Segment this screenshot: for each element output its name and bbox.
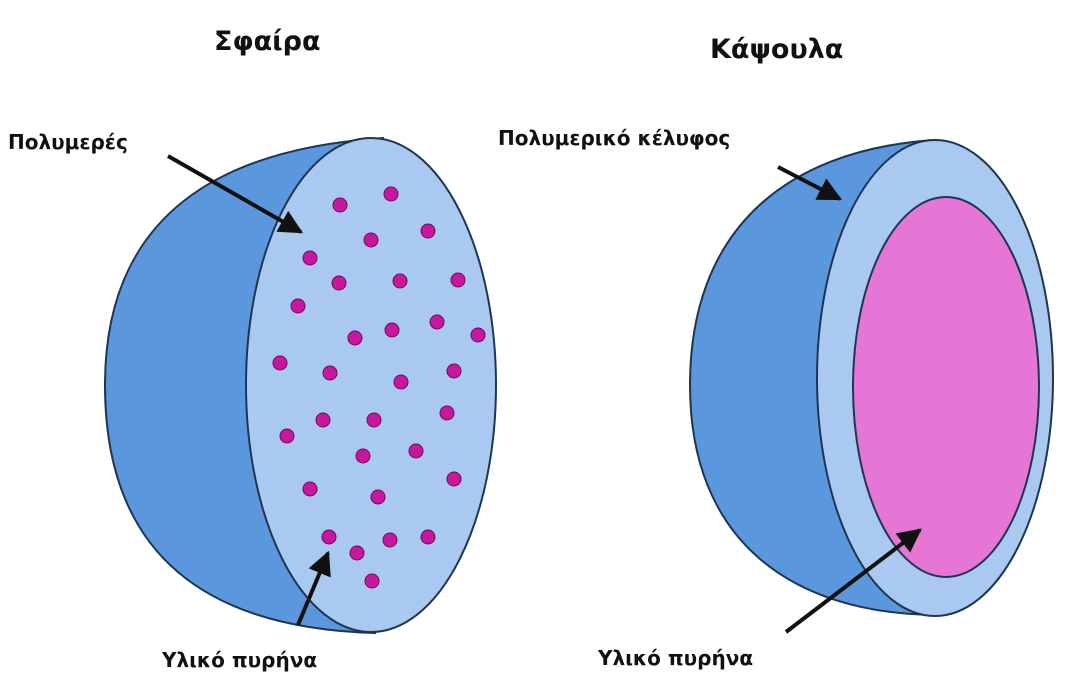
core-particle [385,323,399,337]
core-particle [409,444,423,458]
core-particle [430,315,444,329]
core-particle [394,375,408,389]
core-particle [303,251,317,265]
core-particle [322,530,336,544]
core-particle [348,331,362,345]
sphere-figure [105,138,496,633]
core-particle [447,472,461,486]
capsule-core [853,197,1039,577]
capsule-figure [690,140,1053,616]
polymer-label: Πολυμερές [8,132,128,152]
core-particle [365,574,379,588]
core-particle [333,198,347,212]
core-particle [291,299,305,313]
core-particle [303,482,317,496]
core-particle [471,328,485,342]
core-particle [280,429,294,443]
polymer-shell-label: Πολυμερικό κέλυφος [498,128,730,148]
core-particle [440,406,454,420]
core-particle [273,356,287,370]
core-particle [421,224,435,238]
core-particle [451,273,465,287]
core-particle [350,546,364,560]
sphere-core-label: Υλικό πυρήνα [162,650,317,670]
core-particle [383,533,397,547]
core-particle [316,413,330,427]
core-particle [447,364,461,378]
core-particle [421,530,435,544]
core-particle [371,490,385,504]
capsule-core-label: Υλικό πυρήνα [598,648,753,668]
core-particle [356,449,370,463]
capsule-title: Κάψουλα [710,36,843,63]
sphere-cut-face [246,138,496,632]
core-particle [367,413,381,427]
core-particle [364,233,378,247]
core-particle [323,366,337,380]
sphere-title: Σφαίρα [214,28,321,55]
core-particle [384,187,398,201]
core-particle [332,276,346,290]
core-particle [393,274,407,288]
